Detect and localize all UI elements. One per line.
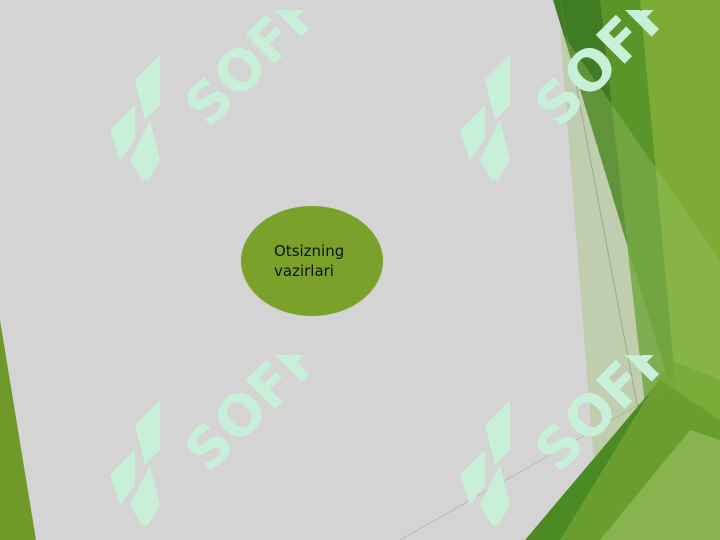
watermark-text: SOFF (523, 355, 685, 484)
watermark-logo: SOFF (110, 355, 335, 525)
left-green-stripe (0, 320, 36, 540)
watermark-logo: SOFF (110, 10, 335, 180)
watermark-text: SOFF (173, 355, 335, 484)
watermark-text: SOFF (173, 10, 335, 139)
watermark-logo: SOFF (460, 355, 685, 525)
diagonal-line-2 (399, 369, 701, 540)
center-ellipse-shape[interactable]: Otsizning vazirlari (241, 206, 383, 316)
watermark-text: SOFF (523, 10, 685, 139)
bottom-pale-facet (600, 430, 720, 540)
diagonal-line-1 (559, 0, 641, 421)
watermark-logo: SOFF (460, 10, 685, 180)
ellipse-label: Otsizning vazirlari (274, 242, 345, 280)
